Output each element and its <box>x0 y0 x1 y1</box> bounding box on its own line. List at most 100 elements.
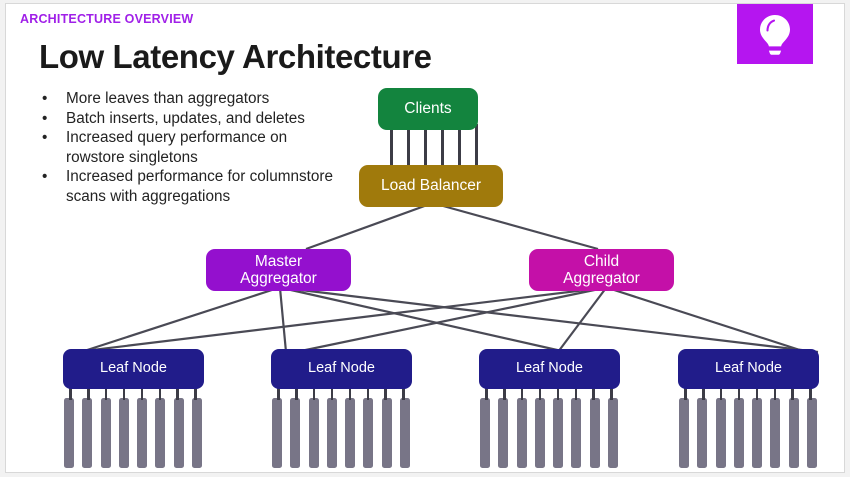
node-label-line1: Master <box>254 252 303 270</box>
leaf-2-partition-stems <box>277 387 405 400</box>
connector-stem <box>69 387 72 400</box>
node-label-line2: Aggregator <box>240 270 317 287</box>
bullet-marker: • <box>42 109 48 127</box>
list-item-label: More leaves than aggregators <box>66 90 270 107</box>
partition-bar <box>399 398 410 468</box>
connector-stem <box>610 387 613 400</box>
bullet-list: • More leaves than aggregators • Batch i… <box>34 89 334 207</box>
list-item: • Batch inserts, updates, and deletes <box>34 109 334 129</box>
connector-stem <box>755 387 759 400</box>
connector-stem <box>424 124 427 169</box>
node-master-aggregator[interactable]: Master Aggregator <box>206 249 351 291</box>
node-leaf-2[interactable]: Leaf Node <box>271 349 412 389</box>
clients-lb-connectors <box>390 124 478 169</box>
node-label: Leaf Node <box>715 360 782 377</box>
partition-bar <box>100 398 111 468</box>
list-item: • Increased performance for columnstore … <box>34 167 334 206</box>
partition-bar <box>679 398 689 468</box>
connector-stem <box>475 124 478 169</box>
bullet-marker: • <box>42 168 48 186</box>
connector-stem <box>684 387 687 400</box>
partition-bar <box>480 398 490 468</box>
connector-stem <box>366 387 370 400</box>
connector-stem <box>574 387 578 400</box>
partition-bar <box>118 398 129 468</box>
node-label: Clients <box>404 100 452 118</box>
lightbulb-badge <box>737 4 813 64</box>
node-label: Leaf Node <box>308 360 375 377</box>
partition-bar <box>82 398 93 468</box>
connector-stem <box>502 387 506 400</box>
partition-bar <box>155 398 166 468</box>
node-clients[interactable]: Clients <box>378 88 478 130</box>
leaf-1-partitions <box>64 398 202 468</box>
list-item-label: Increased performance for columnstore sc… <box>66 168 333 205</box>
connector-stem <box>277 387 280 400</box>
connector-stem <box>556 387 560 400</box>
node-label: Load Balancer <box>381 177 481 195</box>
connector-stem <box>86 387 90 400</box>
node-leaf-1[interactable]: Leaf Node <box>63 349 204 389</box>
connector-stem <box>384 387 388 400</box>
connector-stem <box>701 387 705 400</box>
partition-bar <box>534 398 545 468</box>
connector-stem <box>158 387 162 400</box>
connector-stem <box>485 387 488 400</box>
partition-bar <box>308 398 319 468</box>
partition-bar <box>381 398 392 468</box>
list-item: • More leaves than aggregators <box>34 89 334 109</box>
leaf-2-partitions <box>272 398 410 468</box>
partition-bar <box>788 398 799 468</box>
bullet-marker: • <box>42 90 48 107</box>
connector-stem <box>592 387 596 400</box>
node-load-balancer[interactable]: Load Balancer <box>359 165 503 207</box>
leaf-3-partitions <box>480 398 618 468</box>
partition-bar <box>326 398 337 468</box>
connector-stem <box>140 387 144 400</box>
partition-bar <box>345 398 356 468</box>
leaf-3-partition-stems <box>485 387 613 400</box>
connector-stem <box>441 124 444 169</box>
partition-bar <box>697 398 708 468</box>
connector-stem <box>294 387 298 400</box>
partition-bar <box>589 398 600 468</box>
slide-eyebrow: ARCHITECTURE OVERVIEW <box>20 12 194 26</box>
connector-stem <box>390 124 393 169</box>
node-leaf-3[interactable]: Leaf Node <box>479 349 620 389</box>
slide-canvas: ARCHITECTURE OVERVIEW Low Latency Archit… <box>5 3 845 473</box>
partition-bar <box>733 398 744 468</box>
connector-stem <box>312 387 316 400</box>
connector-stem <box>407 124 410 169</box>
connector-stem <box>791 387 795 400</box>
architecture-diagram: Clients Load Balancer Master Aggregator … <box>6 4 844 472</box>
node-leaf-4[interactable]: Leaf Node <box>678 349 819 389</box>
partition-bar <box>770 398 781 468</box>
connector-stem <box>538 387 542 400</box>
lightbulb-icon <box>760 15 790 55</box>
leaf-4-partitions <box>679 398 817 468</box>
partition-bar <box>715 398 726 468</box>
connector-stem <box>402 387 405 400</box>
partition-bar <box>571 398 582 468</box>
partition-bar <box>363 398 374 468</box>
connector-stem <box>809 387 812 400</box>
connector-stem <box>176 387 180 400</box>
connector-stem <box>122 387 126 400</box>
connector-stem <box>104 387 108 400</box>
partition-bar <box>191 398 202 468</box>
connector-lines <box>75 202 819 354</box>
node-child-aggregator[interactable]: Child Aggregator <box>529 249 674 291</box>
connector-stem <box>458 124 461 169</box>
partition-bar <box>137 398 148 468</box>
connector-stem <box>348 387 352 400</box>
node-label-line2: Aggregator <box>563 270 640 287</box>
partition-bar <box>272 398 282 468</box>
list-item-label: Increased query performance on rowstore … <box>66 129 288 166</box>
connector-stem <box>773 387 777 400</box>
leaf-1-partition-stems <box>69 387 197 400</box>
connector-stem <box>719 387 723 400</box>
partition-bar <box>806 398 817 468</box>
bullet-marker: • <box>42 129 48 147</box>
partition-bar <box>553 398 564 468</box>
list-item: • Increased query performance on rowstor… <box>34 128 334 167</box>
